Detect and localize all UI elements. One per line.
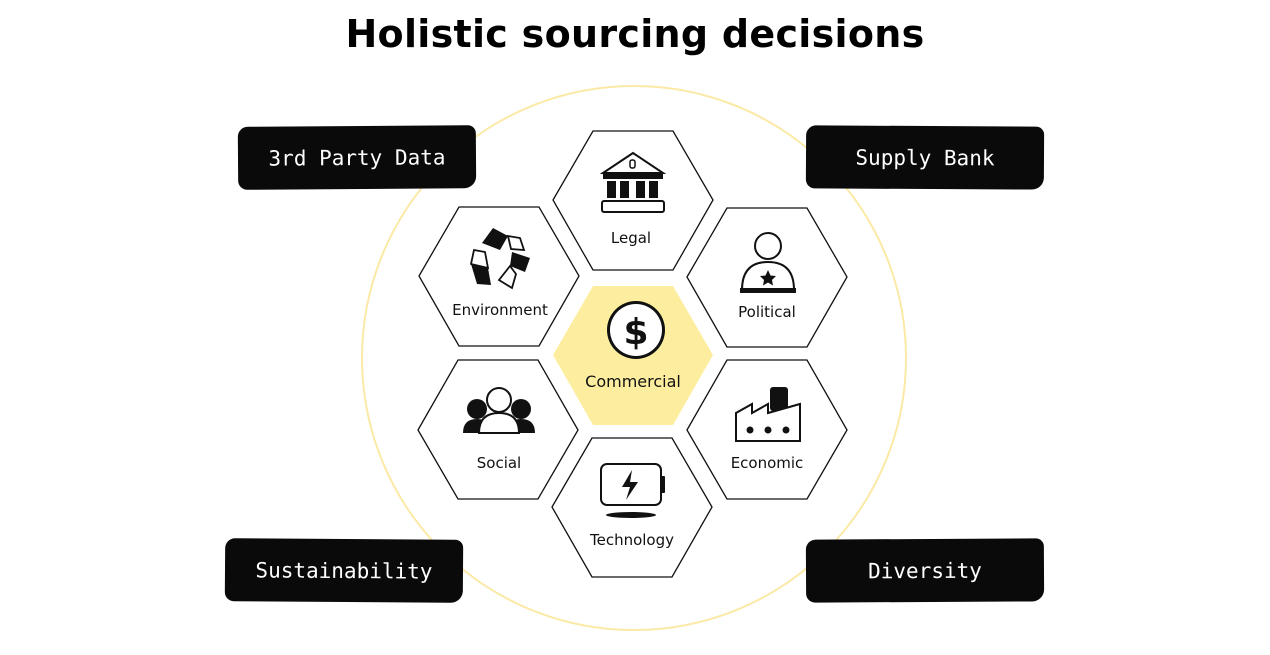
hex-legal-label: Legal	[611, 229, 651, 247]
hex-social[interactable]: Social	[417, 359, 579, 500]
page-title: Holistic sourcing decisions	[345, 12, 925, 56]
battery-icon	[600, 463, 665, 518]
hex-technology-label: Technology	[589, 531, 674, 549]
hex-legal[interactable]: Legal	[552, 130, 714, 271]
hex-economic[interactable]: Economic	[686, 359, 848, 500]
svg-text:$: $	[623, 312, 648, 353]
hex-political-label: Political	[738, 303, 796, 321]
courthouse-icon	[599, 151, 667, 213]
hex-technology[interactable]: Technology	[551, 437, 713, 578]
hex-environment-label: Environment	[452, 301, 548, 319]
hex-economic-label: Economic	[731, 454, 804, 472]
hex-commercial-label: Commercial	[585, 372, 681, 391]
hex-environment[interactable]: Environment	[418, 206, 580, 347]
politician-icon	[740, 232, 796, 293]
hex-commercial[interactable]: $ Commercial	[553, 286, 713, 425]
outer-ring	[361, 85, 907, 631]
people-icon	[463, 387, 535, 434]
hex-social-label: Social	[477, 454, 521, 472]
factory-icon	[735, 387, 801, 442]
recycle-icon	[469, 228, 530, 290]
hex-political[interactable]: Political	[686, 207, 848, 348]
dollar-icon: $	[607, 301, 665, 359]
